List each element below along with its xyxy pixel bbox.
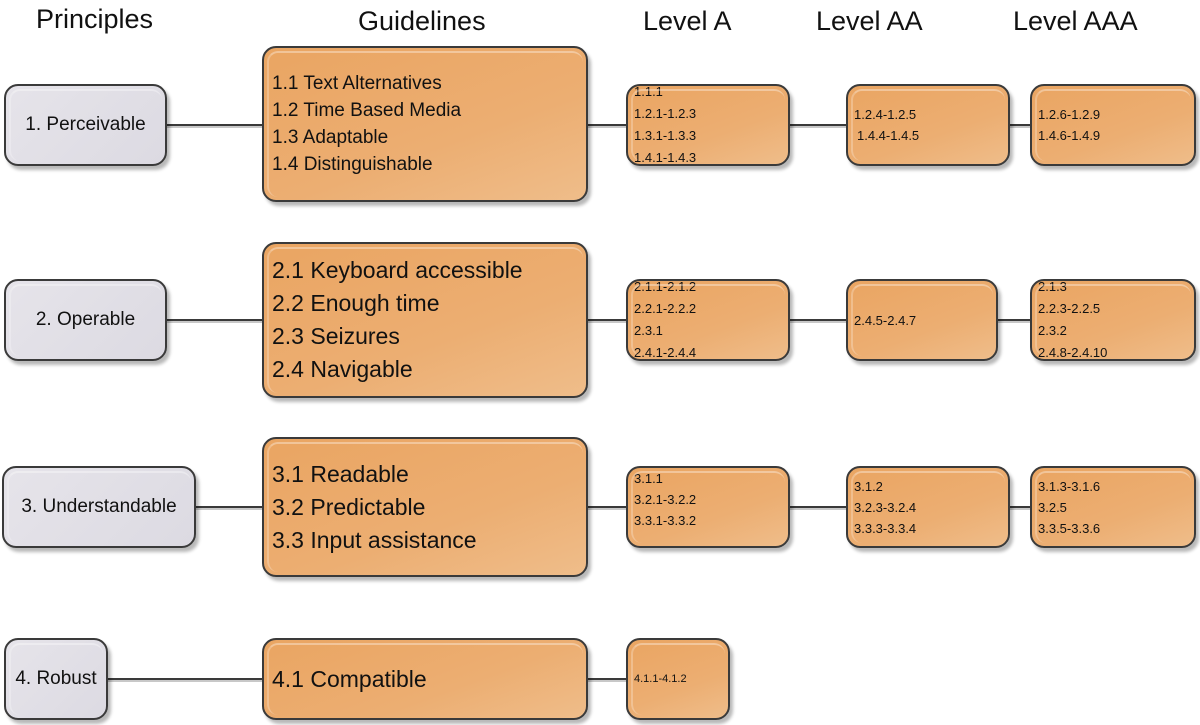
connector [586, 124, 628, 126]
header-level-aaa: Level AAA [1013, 6, 1138, 36]
guideline-item: 4.1 Compatible [272, 665, 427, 692]
connector [996, 319, 1032, 321]
guideline-item: 2.1 Keyboard accessible [272, 257, 523, 283]
connector [1008, 506, 1032, 508]
level-aaa-box-perceivable: 1.2.6-1.2.9 1.4.6-1.4.9 [1030, 84, 1196, 166]
header-level-a: Level A [643, 6, 732, 36]
level-a-box-operable: 2.1.1-2.1.2 2.2.1-2.2.2 2.3.1 2.4.1-2.4.… [626, 279, 790, 361]
criteria-item: 2.3.1 [634, 323, 663, 338]
connector [586, 319, 628, 321]
guideline-item: 3.2 Predictable [272, 493, 426, 520]
criteria-item: 1.2.6-1.2.9 [1038, 107, 1101, 122]
level-a-box-perceivable: 1.1.1 1.2.1-1.2.3 1.3.1-1.3.3 1.4.1-1.4.… [626, 84, 790, 166]
criteria-item: 2.3.2 [1038, 323, 1067, 338]
criteria-item: 3.2.5 [1038, 499, 1067, 515]
header-level-aa: Level AA [816, 6, 923, 36]
connector [788, 506, 848, 508]
guideline-item: 2.4 Navigable [272, 356, 413, 382]
criteria-item: 3.3.1-3.3.2 [634, 513, 697, 528]
criteria-item: 1.4.6-1.4.9 [1038, 128, 1101, 143]
principle-robust: 4. Robust [4, 638, 108, 720]
principle-operable: 2. Operable [4, 279, 167, 361]
criteria-item: 2.1.3 [1038, 279, 1067, 294]
connector [106, 678, 264, 680]
criteria-item: 3.1.3-3.1.6 [1038, 478, 1101, 494]
guideline-item: 3.1 Readable [272, 460, 409, 487]
criteria-item: 2.4.1-2.4.4 [634, 345, 697, 360]
criteria-item: 2.2.3-2.2.5 [1038, 301, 1101, 316]
connector [586, 506, 628, 508]
guideline-item: 3.3 Input assistance [272, 526, 477, 553]
principle-label: 2. Operable [35, 309, 136, 330]
connector [194, 506, 264, 508]
level-aa-box-perceivable: 1.2.4-1.2.5 1.4.4-1.4.5 [846, 84, 1010, 166]
criteria-item: 1.3.1-1.3.3 [634, 128, 697, 143]
criteria-item: 3.3.3-3.3.4 [854, 520, 917, 536]
header-guidelines: Guidelines [358, 6, 486, 36]
header-principles: Principles [36, 4, 154, 34]
level-a-box-understandable: 3.1.1 3.2.1-3.2.2 3.3.1-3.3.2 [626, 466, 790, 548]
guideline-box-operable: 2.1 Keyboard accessible 2.2 Enough time … [262, 242, 588, 398]
level-aa-box-understandable: 3.1.2 3.2.3-3.2.4 3.3.3-3.3.4 [846, 466, 1010, 548]
level-aa-box-operable: 2.4.5-2.4.7 [846, 279, 998, 361]
connector [586, 678, 628, 680]
criteria-item: 2.4.8-2.4.10 [1038, 345, 1108, 360]
guideline-item: 1.3 Adaptable [272, 127, 389, 148]
level-aaa-box-operable: 2.1.3 2.2.3-2.2.5 2.3.2 2.4.8-2.4.10 [1030, 279, 1196, 361]
criteria-item: 1.4.4-1.4.5 [857, 128, 920, 143]
guideline-item: 2.3 Seizures [272, 323, 400, 349]
principle-perceivable: 1. Perceivable [4, 84, 167, 166]
level-aaa-box-understandable: 3.1.3-3.1.6 3.2.5 3.3.5-3.3.6 [1030, 466, 1196, 548]
criteria-item: 1.4.1-1.4.3 [634, 150, 697, 165]
guideline-item: 1.1 Text Alternatives [272, 73, 442, 94]
principle-understandable: 3. Understandable [2, 466, 196, 548]
guideline-item: 2.2 Enough time [272, 290, 440, 316]
criteria-item: 1.2.4-1.2.5 [854, 107, 917, 122]
guideline-item: 1.2 Time Based Media [272, 100, 462, 121]
criteria-item: 3.2.1-3.2.2 [634, 492, 697, 507]
criteria-item: 3.2.3-3.2.4 [854, 499, 917, 515]
connector [166, 124, 264, 126]
criteria-item: 2.2.1-2.2.2 [634, 301, 697, 316]
criteria-item: 4.1.1-4.1.2 [634, 672, 687, 685]
guideline-box-robust: 4.1 Compatible [262, 638, 588, 720]
criteria-item: 3.3.5-3.3.6 [1038, 520, 1101, 536]
criteria-item: 3.1.1 [634, 471, 663, 486]
criteria-item: 1.1.1 [634, 84, 663, 99]
criteria-item: 1.2.1-1.2.3 [634, 106, 697, 121]
criteria-item: 2.1.1-2.1.2 [634, 279, 697, 294]
criteria-item: 3.1.2 [854, 478, 883, 494]
principle-label: 3. Understandable [21, 496, 177, 517]
guideline-item: 1.4 Distinguishable [272, 154, 433, 175]
principle-label: 1. Perceivable [25, 114, 146, 135]
criteria-item: 2.4.5-2.4.7 [854, 312, 917, 328]
guideline-box-perceivable: 1.1 Text Alternatives 1.2 Time Based Med… [262, 46, 588, 202]
guideline-box-understandable: 3.1 Readable 3.2 Predictable 3.3 Input a… [262, 437, 588, 577]
connector [1008, 124, 1032, 126]
principle-label: 4. Robust [15, 668, 97, 689]
connector [788, 319, 848, 321]
connector [788, 124, 848, 126]
connector [166, 319, 264, 321]
level-a-box-robust: 4.1.1-4.1.2 [626, 638, 730, 720]
